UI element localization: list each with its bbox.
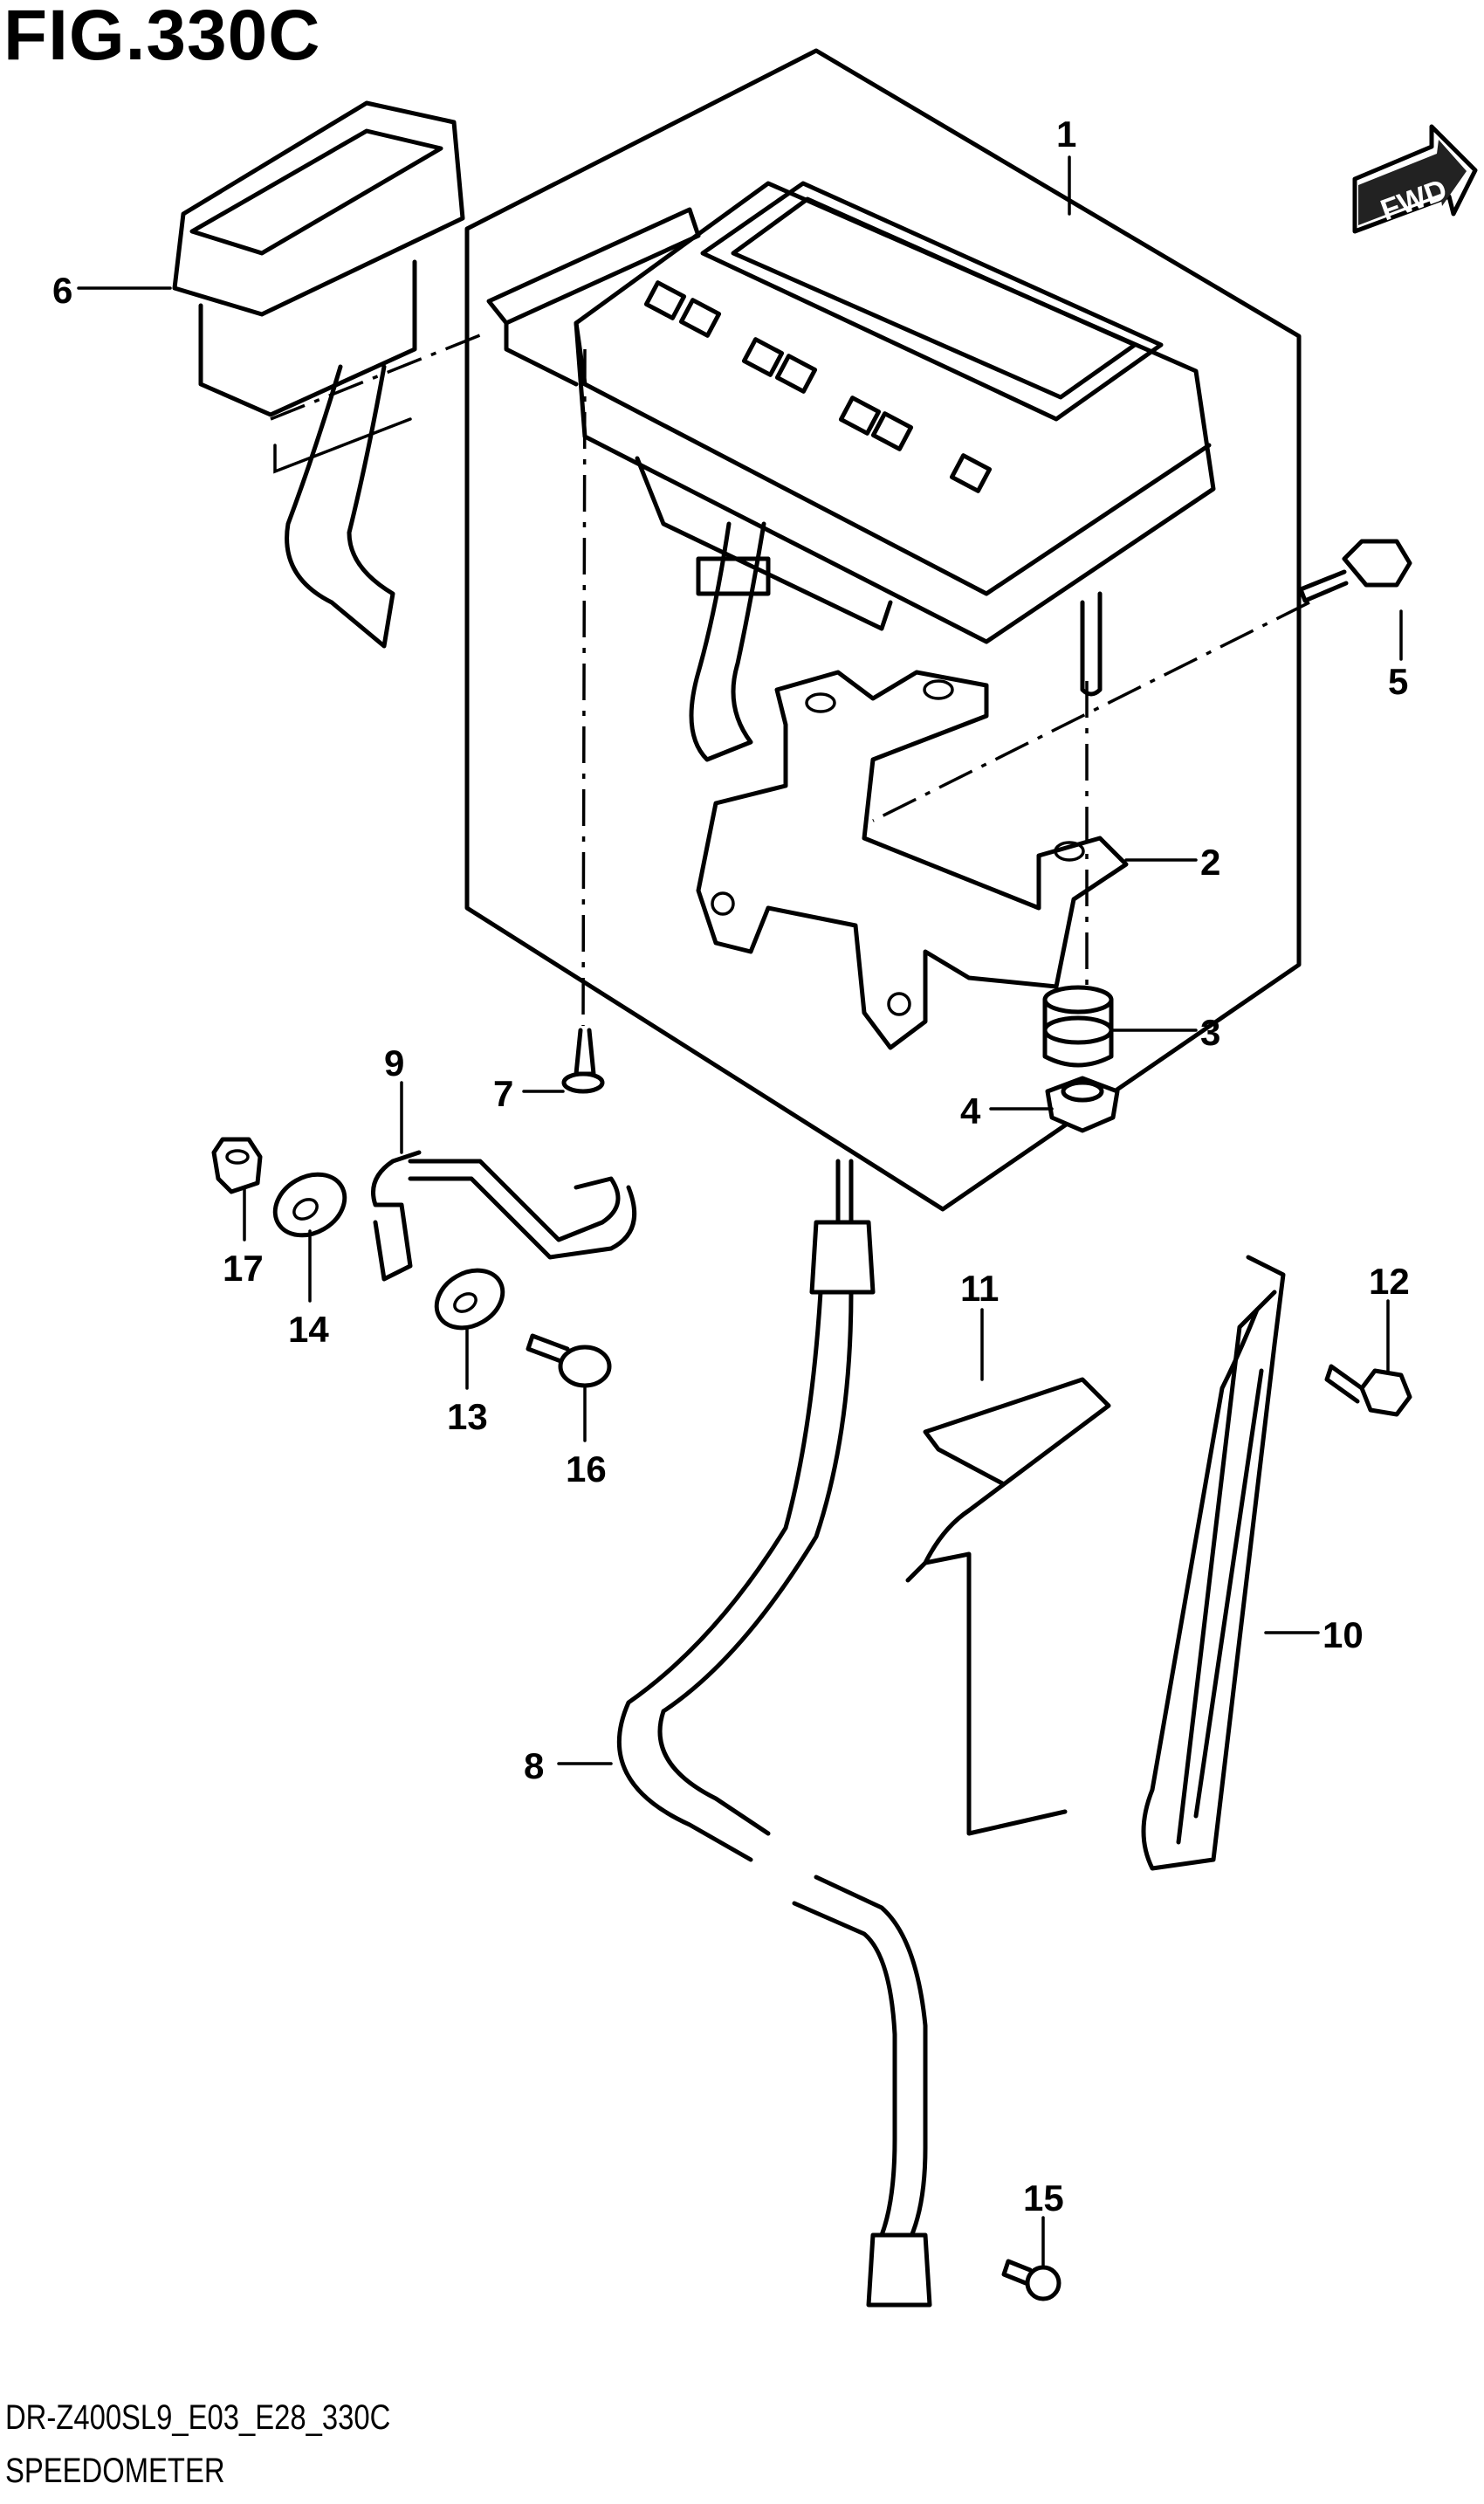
speedometer-cable <box>616 1159 932 2308</box>
washer-13 <box>434 1268 505 1331</box>
wire-clamp <box>905 1377 1111 1836</box>
callout-3: 3 <box>1200 1012 1220 1053</box>
callout-15: 15 <box>1023 2177 1064 2219</box>
callout-7: 7 <box>493 1073 513 1114</box>
meter-harness <box>689 521 766 762</box>
fwd-arrow-icon: FWD <box>1352 124 1478 234</box>
bolt-12 <box>1324 1364 1412 1417</box>
nut-17 <box>211 1137 263 1194</box>
figure-code: DR-Z400SL9_E03_E28_330C <box>5 2398 391 2437</box>
centerline-5 <box>872 601 1310 822</box>
bracket-hole-left <box>805 692 836 713</box>
figure-title: FIG.330C <box>3 0 321 75</box>
callout-13: 13 <box>447 1396 488 1437</box>
callout-4: 4 <box>960 1090 981 1132</box>
bolt-5 <box>1298 539 1412 603</box>
callout-10: 10 <box>1323 1614 1364 1655</box>
callout-1: 1 <box>1056 114 1076 155</box>
bracket-hole-right <box>923 679 954 700</box>
meter-cover <box>172 100 465 649</box>
screw-7 <box>561 1028 605 1094</box>
callout-17: 17 <box>223 1248 264 1289</box>
screw-15 <box>1001 2259 1061 2301</box>
callout-5: 5 <box>1388 661 1408 702</box>
bracket <box>696 670 1129 1050</box>
bracket-hole-mount <box>1054 841 1085 862</box>
bracket-hole-lower <box>887 992 911 1016</box>
centerline-6 <box>270 330 490 421</box>
nut-4 <box>1045 1076 1120 1133</box>
callout-8: 8 <box>524 1745 544 1786</box>
assembly-outline <box>464 48 1302 1212</box>
callout-9: 9 <box>384 1042 404 1083</box>
figure-name: SPEEDOMETER <box>5 2452 225 2490</box>
harness-connector <box>696 556 771 596</box>
wire-clamp-long <box>1141 1255 1286 1871</box>
bracket-hole-lower-left <box>711 891 735 916</box>
cushion <box>1042 985 1114 1068</box>
callout-11: 11 <box>960 1268 999 1309</box>
meter-buttons <box>643 280 993 493</box>
callout-16: 16 <box>566 1448 607 1489</box>
washer-14 <box>272 1172 347 1238</box>
callout-14: 14 <box>288 1309 329 1350</box>
callout-12: 12 <box>1369 1261 1410 1302</box>
cable-guide-clamp <box>371 1150 621 1282</box>
leader-lines <box>77 155 1403 2267</box>
callout-6: 6 <box>52 270 72 311</box>
speedometer-body <box>486 181 1216 697</box>
bolt-16 <box>526 1333 612 1388</box>
callout-2: 2 <box>1200 842 1220 883</box>
centerline-7 <box>581 348 587 1027</box>
